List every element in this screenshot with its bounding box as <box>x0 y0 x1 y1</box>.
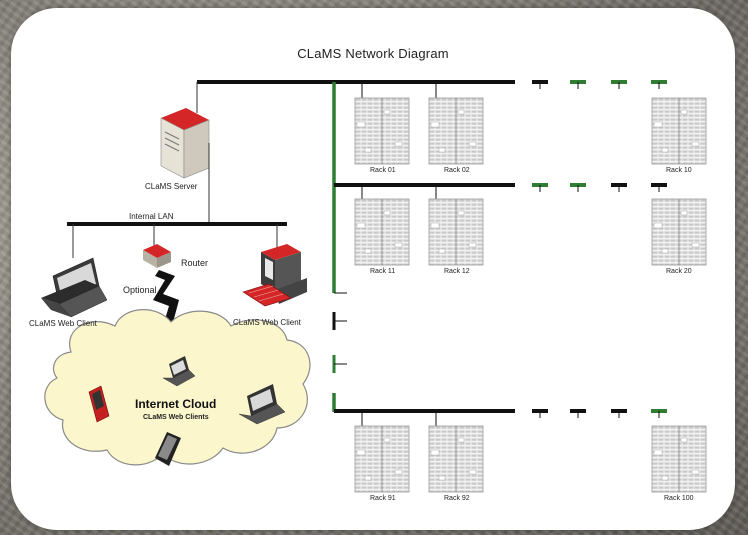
server-icon <box>160 108 210 179</box>
bus-tap <box>530 80 550 91</box>
pda-icon <box>88 385 110 423</box>
bus-tap <box>530 409 550 420</box>
rack-label: Rack 02 <box>444 167 470 174</box>
lightning-icon <box>153 270 179 330</box>
rack-icon <box>428 198 484 266</box>
bus-tap <box>568 183 588 194</box>
server-label: CLaMS Server <box>145 182 198 191</box>
optional-label: Optional <box>123 285 157 295</box>
web-client-laptop-label: CLaMS Web Client <box>29 319 97 328</box>
router-label: Router <box>181 258 209 268</box>
bus-tap <box>649 409 669 420</box>
bus-tap <box>649 80 669 91</box>
rack-icon <box>354 425 410 493</box>
rack-label: Rack 10 <box>666 167 692 174</box>
rack-label: Rack 100 <box>664 495 694 502</box>
bus-tap <box>609 409 629 420</box>
bus-tap <box>649 183 669 194</box>
rack-label: Rack 11 <box>370 268 396 275</box>
bus-tap <box>568 409 588 420</box>
laptop-icon <box>162 356 196 387</box>
rack-icon <box>354 97 410 165</box>
cloud-title: Internet Cloud <box>135 397 217 411</box>
internet-cloud <box>44 309 311 466</box>
tablet-icon <box>155 432 181 466</box>
bus-tap <box>609 80 629 91</box>
laptop-icon <box>41 257 108 318</box>
lan-label: Internal LAN <box>129 212 174 221</box>
rack-label: Rack 01 <box>370 167 396 174</box>
rack-label: Rack 12 <box>444 268 470 275</box>
router-icon <box>143 244 171 268</box>
cloud-subtitle: CLaMS Web Clients <box>143 414 209 421</box>
rack-icon <box>651 97 707 165</box>
laptop-icon <box>238 384 286 425</box>
network-diagram <box>41 80 707 493</box>
bus-tap <box>568 80 588 91</box>
rack-label: Rack 92 <box>444 495 470 502</box>
diagram-title: CLaMS Network Diagram <box>297 46 449 61</box>
bus-tap <box>530 183 550 194</box>
rack-label: Rack 91 <box>370 495 396 502</box>
web-client-desktop-label: CLaMS Web Client <box>233 318 301 327</box>
rack-icon <box>428 425 484 493</box>
rack-icon <box>354 198 410 266</box>
desktop-icon <box>242 244 307 307</box>
rack-icon <box>651 425 707 493</box>
rack-label: Rack 20 <box>666 268 692 275</box>
rack-icon <box>428 97 484 165</box>
rack-icon <box>651 198 707 266</box>
bus-tap <box>609 183 629 194</box>
diagram-panel: CLaMS Network Diagram <box>11 8 735 530</box>
